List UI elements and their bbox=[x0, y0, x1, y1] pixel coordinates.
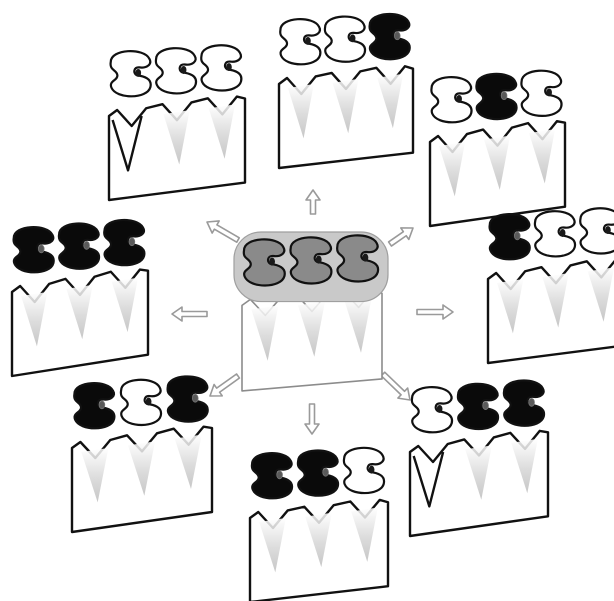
subunit-icon-closed bbox=[296, 449, 340, 497]
closed-pocket bbox=[208, 104, 236, 159]
closed-pocket bbox=[21, 292, 48, 347]
subunit-icon-open bbox=[520, 69, 563, 117]
subunit-icon-open bbox=[119, 378, 163, 427]
closed-pocket bbox=[174, 434, 202, 490]
unit-right bbox=[486, 207, 614, 365]
closed-pocket bbox=[305, 512, 332, 568]
substrate-block bbox=[10, 268, 150, 378]
subunit-icon-open bbox=[342, 446, 386, 495]
subunit-icon-closed bbox=[57, 222, 101, 270]
unit-bottom bbox=[248, 446, 390, 601]
substrate-block bbox=[107, 95, 247, 202]
closed-pocket bbox=[163, 110, 190, 165]
closed-pocket bbox=[529, 129, 556, 184]
substrate-block bbox=[70, 425, 214, 534]
subunit-icon-partial bbox=[289, 236, 333, 285]
arrow-up-right-icon bbox=[387, 227, 414, 247]
substrate-block bbox=[241, 289, 383, 392]
units-layer bbox=[10, 12, 614, 601]
unit-top-left bbox=[107, 44, 247, 202]
subunit-row bbox=[250, 446, 386, 500]
closed-pocket bbox=[128, 441, 156, 496]
arrow-down-icon bbox=[304, 403, 320, 435]
subunit-icon-closed bbox=[456, 382, 500, 431]
substrate-block bbox=[277, 65, 415, 170]
arrow-right-icon bbox=[416, 304, 454, 320]
subunit-icon-open bbox=[579, 207, 614, 255]
subunit-icon-open bbox=[200, 44, 243, 92]
closed-pocket bbox=[66, 284, 93, 340]
subunit-row bbox=[12, 218, 146, 274]
subunit-icon-closed bbox=[103, 218, 146, 267]
closed-pocket bbox=[251, 305, 279, 361]
arrows-layer bbox=[171, 189, 454, 435]
unit-top bbox=[277, 12, 415, 170]
closed-pocket bbox=[332, 78, 359, 134]
closed-pocket bbox=[484, 135, 511, 190]
unit-center bbox=[233, 231, 389, 392]
subunit-icon-closed bbox=[12, 226, 55, 274]
subunit-icon-closed bbox=[502, 379, 546, 427]
substrate-block bbox=[248, 498, 390, 601]
subunit-icon-open bbox=[154, 47, 198, 95]
arrow-up-left-icon bbox=[206, 220, 241, 243]
arrow-down-right-icon bbox=[380, 371, 411, 401]
unit-bottom-left bbox=[70, 375, 214, 534]
substrate-block bbox=[408, 429, 550, 538]
subunit-row bbox=[430, 69, 563, 124]
substrate-block bbox=[486, 259, 614, 365]
subunit-row bbox=[488, 207, 614, 261]
subunit-icon-open bbox=[533, 210, 577, 258]
subunit-icon-closed bbox=[250, 452, 294, 500]
subunit-icon-open bbox=[279, 18, 322, 66]
closed-pocket bbox=[344, 297, 372, 353]
substrate-block bbox=[428, 120, 567, 228]
open-pocket bbox=[412, 451, 445, 508]
closed-pocket bbox=[511, 438, 538, 494]
closed-pocket bbox=[81, 448, 109, 503]
open-pocket bbox=[111, 115, 143, 172]
unit-bottom-right bbox=[408, 379, 550, 538]
subunit-icon-partial bbox=[242, 238, 286, 287]
closed-pocket bbox=[377, 73, 404, 129]
closed-pocket bbox=[287, 84, 314, 139]
closed-pocket bbox=[497, 279, 524, 334]
subunit-icon-partial bbox=[336, 234, 380, 283]
subunit-icon-open bbox=[109, 50, 152, 98]
arrow-down-left-icon bbox=[209, 373, 241, 397]
closed-pocket bbox=[111, 277, 139, 333]
subunit-icon-closed bbox=[73, 382, 116, 430]
subunit-icon-closed bbox=[368, 12, 411, 61]
subunit-icon-open bbox=[430, 76, 473, 124]
closed-pocket bbox=[298, 301, 326, 357]
closed-pocket bbox=[259, 518, 286, 573]
subunit-row bbox=[73, 375, 209, 430]
subunit-row bbox=[233, 231, 389, 303]
subunit-icon-open bbox=[410, 386, 454, 434]
subunit-icon-open bbox=[323, 15, 367, 63]
closed-pocket bbox=[439, 142, 466, 197]
subunit-icon-closed bbox=[488, 213, 531, 261]
subunit-icon-closed bbox=[475, 72, 518, 121]
subunit-row bbox=[109, 44, 243, 98]
closed-pocket bbox=[587, 267, 614, 322]
closed-pocket bbox=[465, 445, 492, 500]
closed-pocket bbox=[542, 273, 569, 328]
arrow-left-icon bbox=[171, 306, 208, 322]
arrow-up-icon bbox=[305, 189, 321, 215]
unit-left bbox=[10, 218, 150, 378]
subunit-icon-closed bbox=[166, 375, 209, 423]
closed-pocket bbox=[351, 507, 378, 562]
subunit-row bbox=[279, 12, 411, 66]
subunit-row bbox=[410, 379, 546, 434]
unit-top-right bbox=[428, 69, 567, 228]
